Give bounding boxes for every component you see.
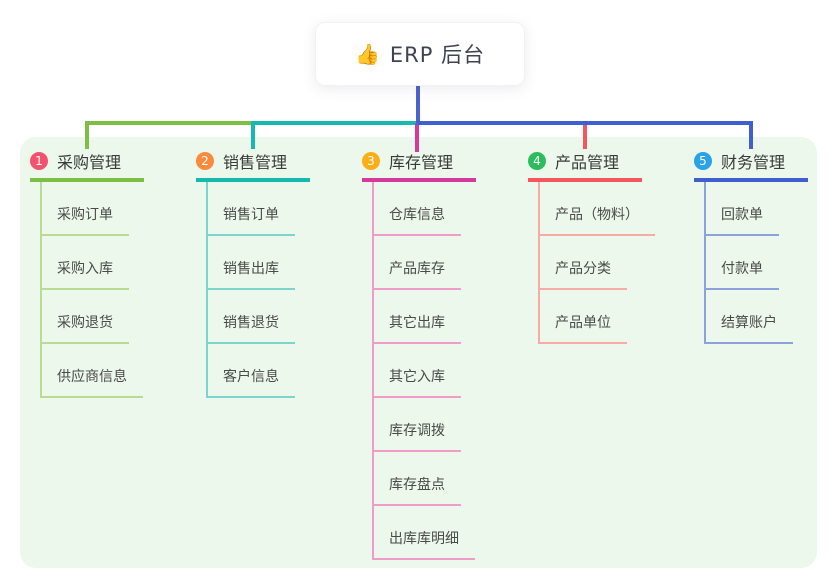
child-node-label: 采购退货	[57, 315, 113, 331]
branch-children: 销售订单销售出库销售退货客户信息	[206, 182, 356, 398]
branch-label: 产品管理	[555, 153, 620, 172]
branch-label: 采购管理	[57, 153, 122, 172]
child-node[interactable]: 采购入库	[42, 236, 129, 290]
branch-3: 3 库存管理仓库信息产品库存其它出库其它入库库存调拨库存盘点出库库明细	[362, 146, 522, 560]
child-node[interactable]: 出库库明细	[374, 506, 475, 560]
child-node-label: 销售订单	[223, 207, 279, 223]
child-node[interactable]: 供应商信息	[42, 344, 143, 398]
branch-header-node[interactable]: 5 财务管理	[694, 146, 808, 182]
child-node-label: 采购订单	[57, 207, 113, 223]
child-node-label: 产品分类	[555, 261, 611, 277]
child-node[interactable]: 产品分类	[540, 236, 627, 290]
child-node-label: 产品（物料）	[555, 207, 639, 223]
child-node-label: 出库库明细	[389, 531, 459, 547]
child-node[interactable]: 销售退货	[208, 290, 295, 344]
branch-4: 4 产品管理产品（物料） 产品分类产品单位	[528, 146, 688, 344]
root-node-label: ERP 后台	[389, 43, 486, 67]
branch-children: 产品（物料） 产品分类产品单位	[538, 182, 688, 344]
child-node[interactable]: 产品库存	[374, 236, 461, 290]
branch-header-node[interactable]: 3 库存管理	[362, 146, 476, 182]
branch-label: 库存管理	[389, 153, 454, 172]
branch-number-badge: 3	[362, 152, 380, 170]
branch-number-badge: 4	[528, 152, 546, 170]
branch-label: 财务管理	[721, 153, 786, 172]
branch-number-badge: 5	[694, 152, 712, 170]
child-node[interactable]: 采购退货	[42, 290, 129, 344]
branch-children: 仓库信息产品库存其它出库其它入库库存调拨库存盘点出库库明细	[372, 182, 522, 560]
child-node-label: 其它出库	[389, 315, 445, 331]
child-node-label: 销售退货	[223, 315, 279, 331]
branch-number-badge: 1	[30, 152, 48, 170]
branch-header-node[interactable]: 1 采购管理	[30, 146, 144, 182]
thumbs-up-icon: 👍	[354, 42, 380, 66]
branch-label: 销售管理	[223, 153, 288, 172]
child-node-label: 采购入库	[57, 261, 113, 277]
child-node[interactable]: 销售出库	[208, 236, 295, 290]
branch-2: 2 销售管理销售订单销售出库销售退货客户信息	[196, 146, 356, 398]
branch-5: 5 财务管理回款单付款单结算账户	[694, 146, 839, 344]
child-node-label: 产品单位	[555, 315, 611, 331]
child-node-label: 供应商信息	[57, 369, 127, 385]
child-node-label: 结算账户	[721, 315, 777, 331]
branches-panel	[20, 137, 817, 568]
child-node-label: 回款单	[721, 207, 763, 223]
root-node[interactable]: 👍 ERP 后台	[315, 22, 525, 86]
child-node[interactable]: 库存盘点	[374, 452, 461, 506]
child-node[interactable]: 回款单	[706, 182, 779, 236]
child-node[interactable]: 销售订单	[208, 182, 295, 236]
branch-children: 采购订单采购入库采购退货供应商信息	[40, 182, 190, 398]
child-node[interactable]: 其它出库	[374, 290, 461, 344]
child-node-label: 客户信息	[223, 369, 279, 385]
child-node[interactable]: 付款单	[706, 236, 779, 290]
branch-1: 1 采购管理采购订单采购入库采购退货供应商信息	[30, 146, 190, 398]
branch-children: 回款单付款单结算账户	[704, 182, 839, 344]
child-node-label: 销售出库	[223, 261, 279, 277]
child-node-label: 其它入库	[389, 369, 445, 385]
child-node[interactable]: 仓库信息	[374, 182, 461, 236]
branch-header-node[interactable]: 2 销售管理	[196, 146, 310, 182]
branch-number-badge: 2	[196, 152, 214, 170]
child-node[interactable]: 客户信息	[208, 344, 295, 398]
child-node-label: 库存盘点	[389, 477, 445, 493]
child-node[interactable]: 其它入库	[374, 344, 461, 398]
child-node[interactable]: 产品（物料）	[540, 182, 655, 236]
child-node-label: 付款单	[721, 261, 763, 277]
branch-header-node[interactable]: 4 产品管理	[528, 146, 642, 182]
child-node[interactable]: 库存调拨	[374, 398, 461, 452]
child-node[interactable]: 产品单位	[540, 290, 627, 344]
child-node-label: 库存调拨	[389, 423, 445, 439]
child-node[interactable]: 采购订单	[42, 182, 129, 236]
child-node-label: 仓库信息	[389, 207, 445, 223]
child-node-label: 产品库存	[389, 261, 445, 277]
child-node[interactable]: 结算账户	[706, 290, 793, 344]
